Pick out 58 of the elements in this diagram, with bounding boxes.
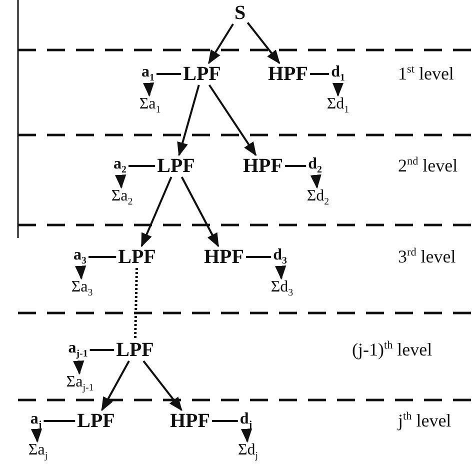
connector-line [156,73,182,75]
arrow [140,176,172,248]
arrow [332,82,344,97]
arrow [115,174,126,189]
sum-label: Σd$_{3}$ [270,279,294,299]
sum-label: Σd$_{2}$ [306,188,330,208]
coefficient-label: d$_{3}$ [273,247,287,267]
coefficient-label: d$_{2}$ [308,156,322,176]
arrow [208,23,234,64]
dotted-line [134,268,138,340]
signal-label: S [234,3,246,23]
arrow [101,360,130,412]
filter-label: LPF [116,340,154,360]
coefficient-label: d$_{1}$ [331,64,345,84]
arrow [246,22,280,64]
arrow [275,266,286,280]
arrow [75,266,86,280]
filter-label: HPF [268,64,308,84]
connector-line [212,420,238,422]
arrow [240,428,252,443]
filter-label: HPF [170,411,210,431]
sum-label: Σa$_{j}$ [28,442,48,462]
arrow [177,84,200,156]
level-label: 2$^{nd}$ level [398,156,458,176]
sum-label: Σd$_{1}$ [326,96,350,116]
coefficient-label: a$_{1}$ [142,64,154,84]
sum-label: Σd$_{j}$ [238,442,258,462]
arrow [208,84,257,156]
arrow [30,428,42,443]
level-label: (j-1)$^{th}$ level [352,340,432,360]
coefficient-label: a$_{2}$ [114,156,126,176]
sum-label: Σa$_{2}$ [111,188,133,208]
connector-line [44,420,76,422]
connector-line [246,256,272,258]
connector-line [88,256,116,258]
filter-label: LPF [118,247,156,267]
arrow [73,360,84,375]
connector-line [310,73,330,75]
sum-label: Σa$_{j-1}$ [66,374,94,394]
arrow [310,174,322,189]
filter-label: HPF [243,156,283,176]
arrow [142,360,182,412]
sum-label: Σa$_{3}$ [71,279,93,299]
arrow [143,82,154,97]
connector-line [128,165,156,167]
sum-label: Σa$_{1}$ [139,96,161,116]
coefficient-label: a$_{3}$ [74,247,86,267]
filter-label: LPF [77,411,115,431]
level-label: 1$^{st}$ level [398,64,454,84]
filter-label: HPF [204,247,244,267]
level-label: 3$^{rd}$ level [398,246,456,268]
connector-line [90,349,114,351]
level-label: j$^{th}$ level [398,410,452,432]
connector-line [285,165,306,167]
filter-label: LPF [183,64,221,84]
filter-label: LPF [157,156,195,176]
arrow [180,176,220,248]
coefficient-label: a$_{j-1}$ [68,340,88,360]
